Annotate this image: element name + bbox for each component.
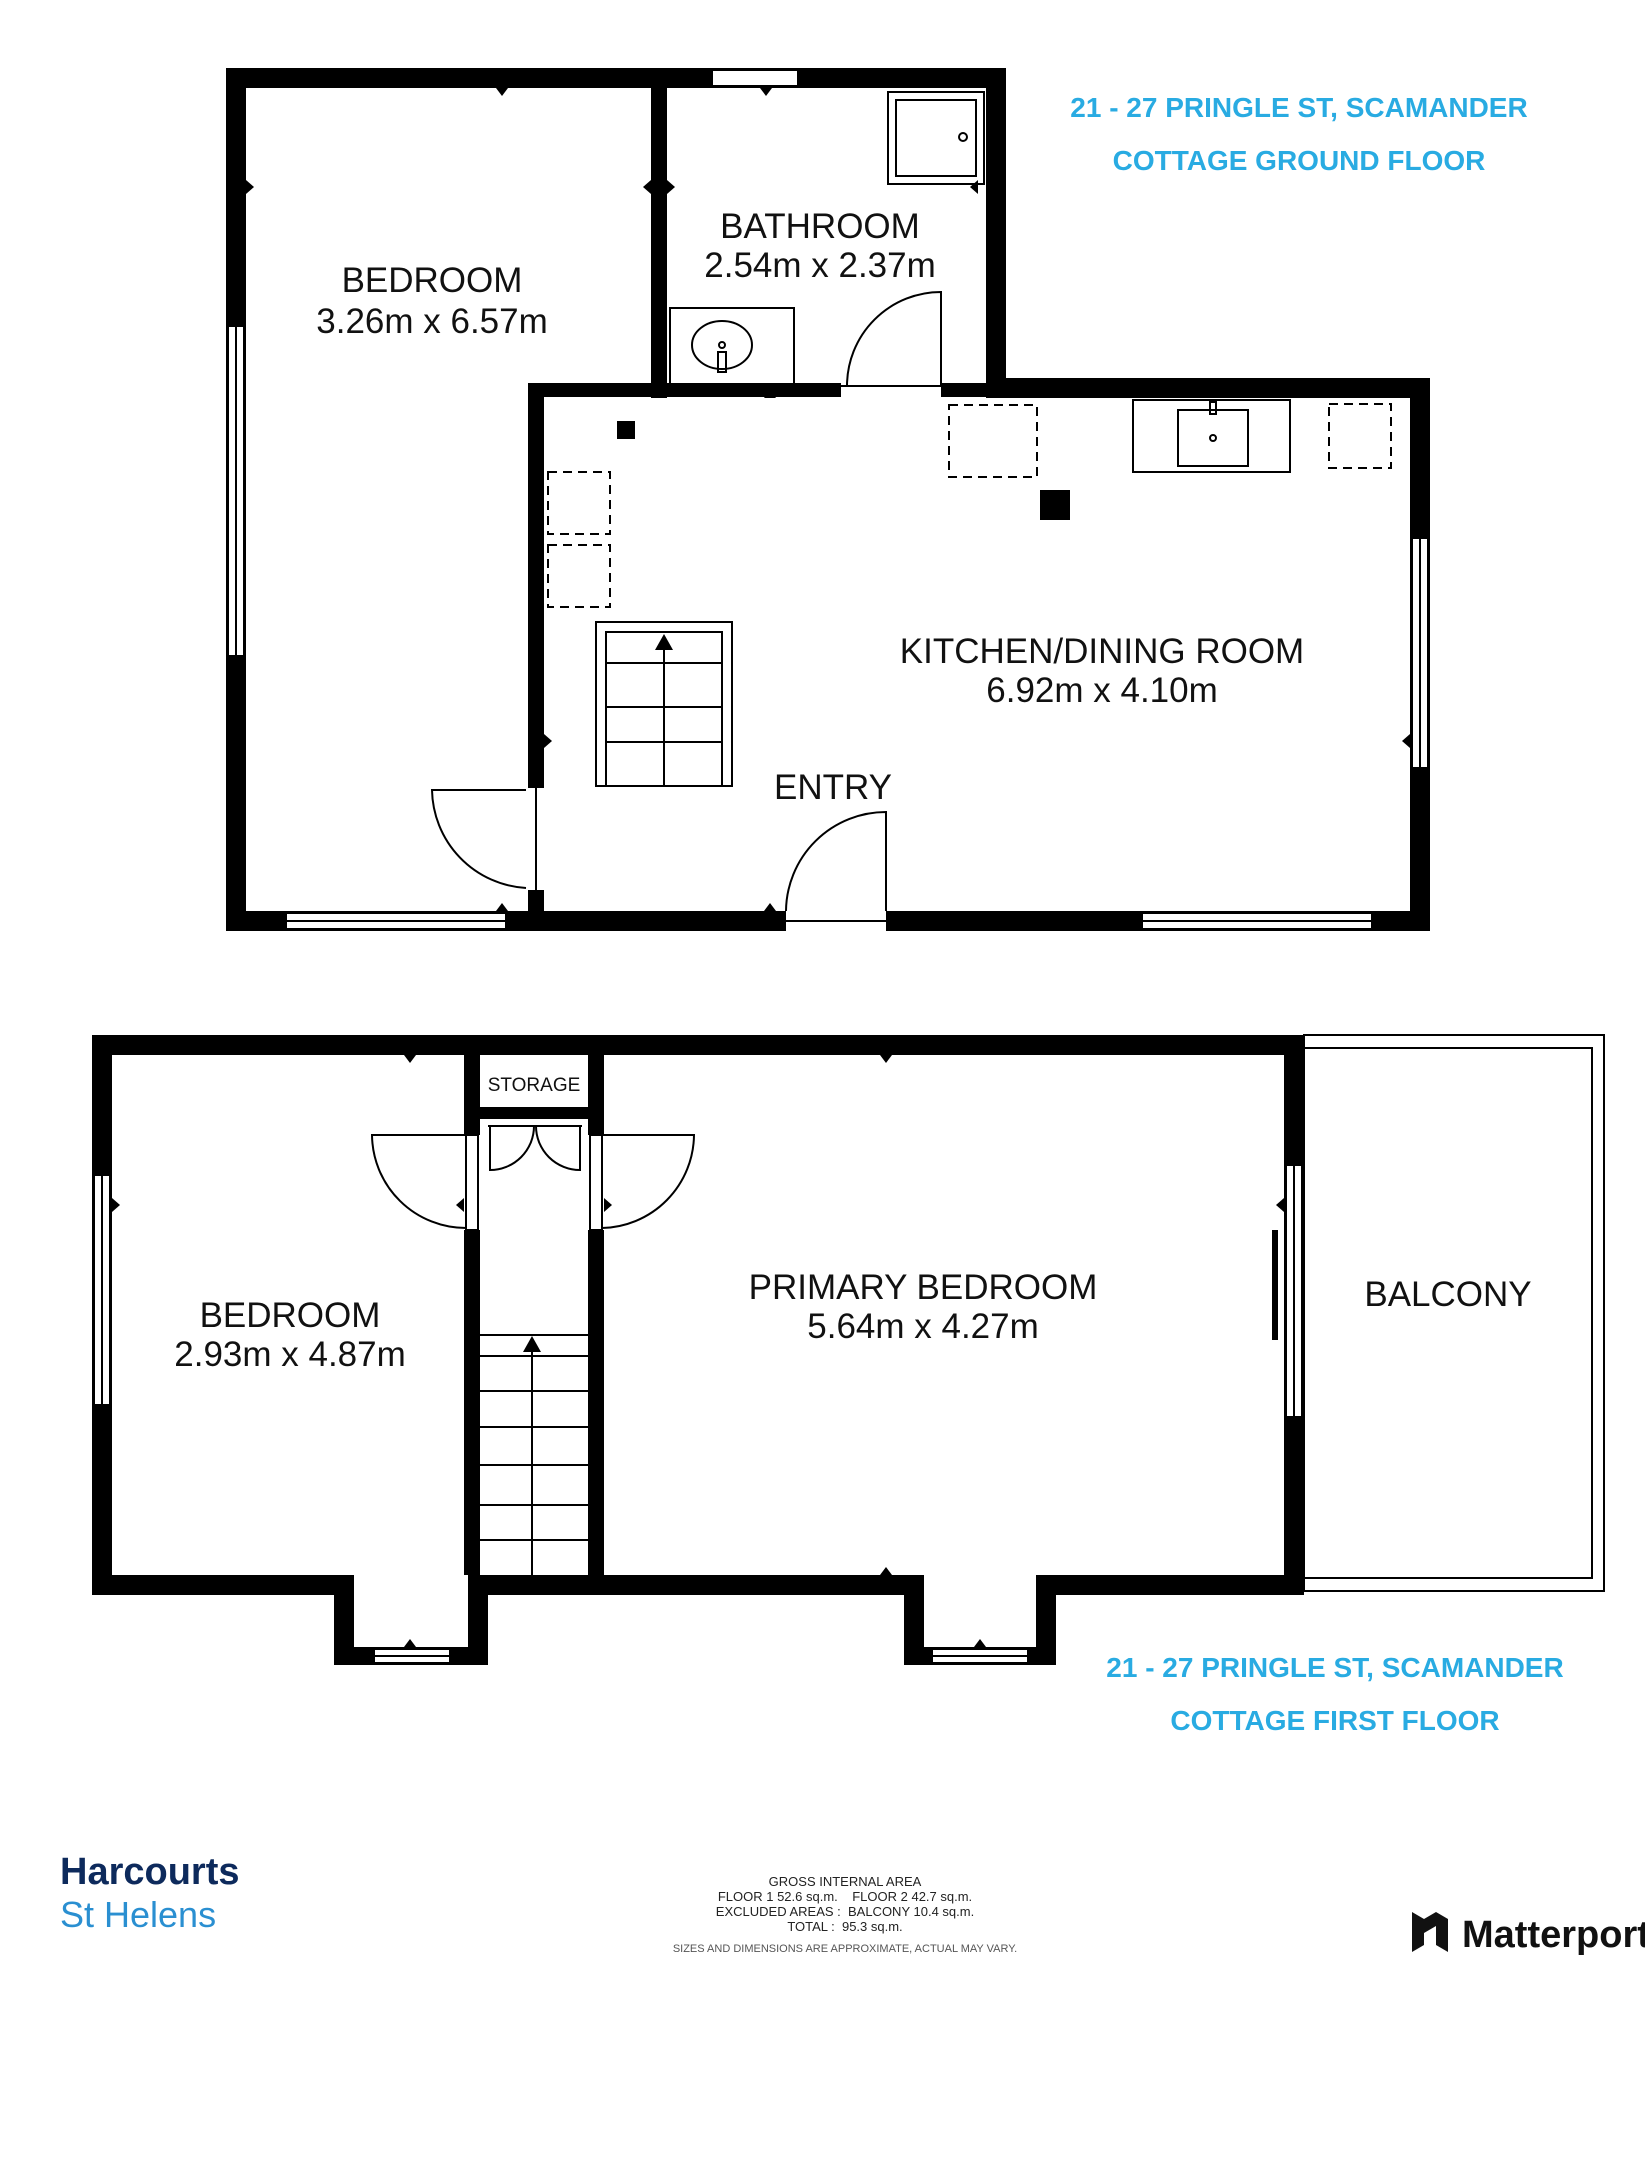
ground-bedroom-name: BEDROOM: [342, 261, 523, 300]
area-floors: FLOOR 1 52.6 sq.m. FLOOR 2 42.7 sq.m.: [718, 1889, 972, 1904]
bathroom-dims: 2.54m x 2.37m: [704, 246, 936, 285]
primary-bedroom-name: PRIMARY BEDROOM: [749, 1268, 1098, 1307]
primary-bedroom-dims: 5.64m x 4.27m: [807, 1307, 1039, 1346]
area-total: TOTAL : 95.3 sq.m.: [787, 1919, 902, 1934]
matterport-wordmark: Matterport: [1462, 1914, 1645, 1956]
ground-floor-title: COTTAGE GROUND FLOOR: [1113, 145, 1486, 176]
kitchen-dining-dims: 6.92m x 4.10m: [986, 671, 1218, 710]
first-floor-title: COTTAGE FIRST FLOOR: [1170, 1705, 1499, 1736]
entry-label: ENTRY: [774, 768, 892, 807]
agency-branch: St Helens: [60, 1894, 216, 1935]
kitchen-dining-name: KITCHEN/DINING ROOM: [900, 632, 1304, 671]
agency-logo: Harcourts St Helens: [60, 1851, 240, 1935]
first-bedroom-name: BEDROOM: [200, 1296, 381, 1335]
bathroom-name: BATHROOM: [720, 207, 920, 246]
ground-floor-address: 21 - 27 PRINGLE ST, SCAMANDER: [1070, 92, 1527, 123]
area-summary: GROSS INTERNAL AREA FLOOR 1 52.6 sq.m. F…: [673, 1874, 1017, 1955]
agency-name: Harcourts: [60, 1851, 240, 1893]
first-floor-address: 21 - 27 PRINGLE ST, SCAMANDER: [1106, 1652, 1563, 1683]
first-floor-plan: [92, 1034, 1605, 1665]
area-disclaimer: SIZES AND DIMENSIONS ARE APPROXIMATE, AC…: [673, 1943, 1017, 1955]
ground-floor-plan: [226, 68, 1430, 933]
matterport-logo-icon: [1412, 1912, 1448, 1952]
area-heading: GROSS INTERNAL AREA: [769, 1874, 922, 1889]
storage-label: STORAGE: [488, 1075, 581, 1096]
area-excluded: EXCLUDED AREAS : BALCONY 10.4 sq.m.: [716, 1904, 974, 1919]
balcony-label: BALCONY: [1364, 1275, 1531, 1314]
ground-bedroom-dims: 3.26m x 6.57m: [316, 302, 548, 341]
first-bedroom-dims: 2.93m x 4.87m: [174, 1335, 406, 1374]
matterport-logo: Matterport: [1412, 1912, 1645, 1956]
